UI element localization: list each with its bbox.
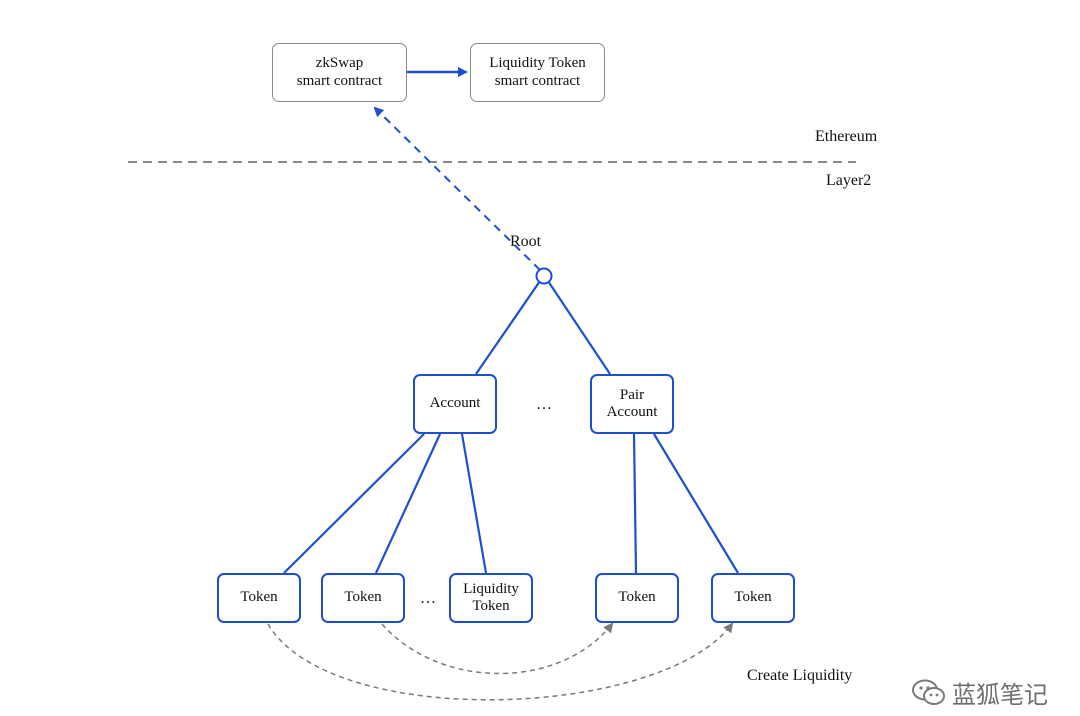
- token-label: Token: [734, 589, 772, 606]
- watermark: 蓝狐笔记: [912, 675, 1048, 710]
- liquidity-token-box: Liquidity Token: [449, 573, 533, 623]
- zkswap-contract-subtitle: smart contract: [296, 72, 383, 89]
- watermark-text: 蓝狐笔记: [952, 681, 1048, 709]
- zkswap-contract-box: zkSwap smart contract: [272, 43, 407, 102]
- liquidity-token-contract-box: Liquidity Token smart contract: [470, 43, 605, 102]
- create-liquidity-curve-outer: [267, 622, 734, 701]
- liquidity-contract-subtitle: smart contract: [494, 72, 581, 89]
- liquidity-token-line1: Liquidity: [463, 580, 519, 597]
- token-box: Token: [595, 573, 679, 623]
- pair-account-box: Pair Account: [590, 374, 674, 434]
- edge-pair-token4: [632, 433, 638, 574]
- ethereum-label: Ethereum: [815, 128, 878, 145]
- root-node: [535, 267, 553, 285]
- pair-account-line2: Account: [606, 404, 658, 420]
- token-label: Token: [618, 589, 656, 606]
- root-label: Root: [510, 233, 542, 250]
- zkswap-contract-title: zkSwap: [315, 55, 364, 72]
- token-label: Token: [240, 589, 278, 606]
- edge-account-token1: [283, 433, 425, 574]
- create-liquidity-label: Create Liquidity: [747, 667, 853, 684]
- edge-root-pair: [547, 280, 611, 375]
- account-ellipsis: …: [536, 396, 552, 413]
- liquidity-contract-title: Liquidity Token: [489, 55, 586, 72]
- edge-account-liquidity: [460, 433, 488, 574]
- account-box: Account: [413, 374, 497, 434]
- account-label: Account: [429, 395, 481, 412]
- pair-account-line1: Pair: [619, 386, 645, 403]
- token-box: Token: [321, 573, 405, 623]
- wechat-icon: [912, 679, 945, 705]
- token-ellipsis: …: [420, 590, 436, 607]
- layer2-label: Layer2: [826, 172, 872, 189]
- edge-pair-token5: [653, 433, 739, 574]
- create-liquidity-curve-inner: [381, 622, 614, 675]
- token-box: Token: [711, 573, 795, 623]
- liquidity-token-line2: Token: [472, 598, 510, 614]
- edge-root-account: [475, 280, 541, 375]
- edge-account-token2: [375, 433, 441, 574]
- root-commit-arrow: [373, 106, 541, 271]
- token-box: Token: [217, 573, 301, 623]
- token-label: Token: [344, 589, 382, 606]
